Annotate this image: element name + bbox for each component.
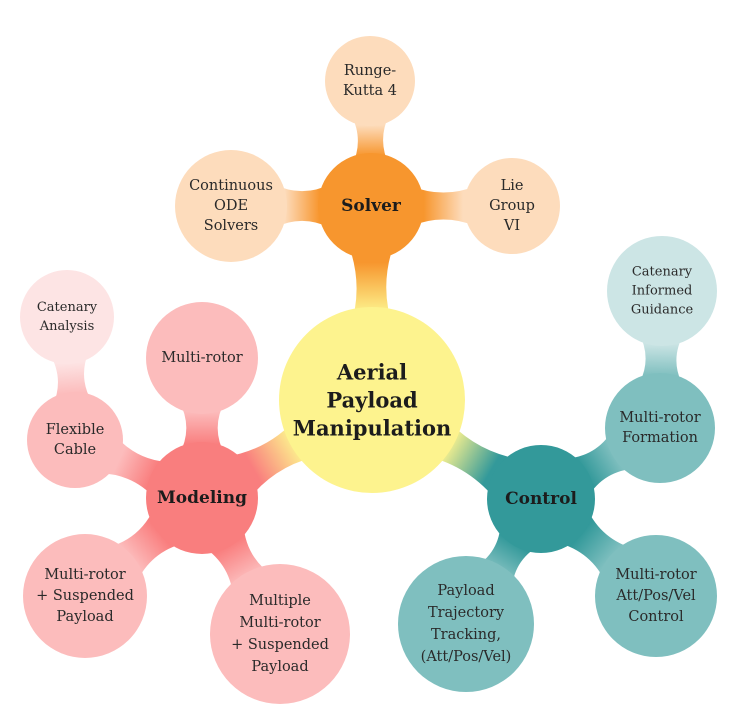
node-payload-tracking-label-line: Tracking, <box>431 627 501 643</box>
node-multiple-multirotor-label-line: Multi-rotor <box>239 615 320 631</box>
node-solver-circle <box>318 153 424 259</box>
node-payload-tracking-label-line: (Att/Pos/Vel) <box>421 649 512 665</box>
node-solver-label-line: Solver <box>341 196 402 216</box>
node-multirotor-suspended-circle <box>23 534 147 658</box>
node-center-label-line: Aerial <box>336 360 407 385</box>
node-lie-group-label-line: Group <box>489 198 535 214</box>
connector-multirotor-formation-catenary-guidance <box>637 331 685 388</box>
node-catenary-analysis-label-line: Analysis <box>39 319 95 334</box>
node-continuous-ode-label-line: Solvers <box>204 218 258 234</box>
node-multirotor-control-label-line: Multi-rotor <box>615 567 696 583</box>
node-multiple-multirotor-circle <box>210 564 350 704</box>
node-multirotor-suspended-label-line: Payload <box>56 609 113 625</box>
node-catenary-guidance-label-line: Informed <box>632 284 693 299</box>
node-flexible-cable-label-line: Cable <box>54 442 96 458</box>
node-runge-kutta-label-line: Runge- <box>344 63 396 79</box>
node-multi-rotor-label-line: Multi-rotor <box>161 350 242 366</box>
node-multirotor-formation-circle <box>605 373 715 483</box>
node-multiple-multirotor-label-line: + Suspended <box>231 637 329 653</box>
node-payload-tracking-circle <box>398 556 534 692</box>
node-lie-group-label-line: Lie <box>501 178 524 194</box>
node-catenary-analysis-label-line: Catenary <box>37 300 98 315</box>
node-continuous-ode-circle <box>175 150 287 262</box>
node-runge-kutta-label-line: Kutta 4 <box>343 83 397 99</box>
node-multirotor-suspended-label-line: + Suspended <box>36 588 134 604</box>
node-center-label-line: Payload <box>326 388 418 413</box>
node-catenary-guidance-label-line: Guidance <box>631 303 694 318</box>
node-control: Control <box>487 445 595 553</box>
node-payload-tracking-label-line: Trajectory <box>428 605 505 621</box>
node-multirotor-formation-label-line: Multi-rotor <box>619 410 700 426</box>
node-continuous-ode-label-line: Continuous <box>189 178 273 194</box>
node-multirotor-suspended-label-line: Multi-rotor <box>44 567 125 583</box>
node-runge-kutta-circle <box>325 36 415 126</box>
node-multirotor-formation-label-line: Formation <box>622 430 698 446</box>
node-center-label-line: Manipulation <box>293 416 452 441</box>
node-catenary-guidance-label-line: Catenary <box>632 265 693 280</box>
node-modeling-circle <box>146 442 258 554</box>
node-catenary-guidance-circle <box>607 236 717 346</box>
node-flexible-cable-circle <box>27 392 123 488</box>
node-modeling-label-line: Modeling <box>157 488 247 508</box>
node-multirotor-control-label-line: Control <box>628 609 684 625</box>
node-payload-tracking-label-line: Payload <box>437 583 494 599</box>
node-layer: AerialPayloadManipulationSolverRunge-Kut… <box>20 36 717 704</box>
node-multi-rotor-circle <box>146 302 258 414</box>
node-multi-rotor: Multi-rotor <box>146 302 258 414</box>
connector-solver-runge-kutta <box>351 114 390 167</box>
node-control-label-line: Control <box>505 489 577 509</box>
node-multiple-multirotor-label-line: Payload <box>251 659 308 675</box>
node-continuous-ode-label-line: ODE <box>214 198 248 214</box>
node-multirotor-control-label-line: Att/Pos/Vel <box>615 588 696 604</box>
node-flexible-cable-label-line: Flexible <box>46 422 105 438</box>
node-multiple-multirotor-label-line: Multiple <box>249 593 311 609</box>
connector-solver-lie-group <box>410 185 476 227</box>
connector-modeling-multi-rotor <box>178 400 226 456</box>
connector-solver-continuous-ode <box>273 183 332 229</box>
node-multirotor-control-circle <box>595 535 717 657</box>
connector-flexible-cable-catenary-analysis <box>49 350 93 406</box>
node-catenary-analysis-circle <box>20 270 114 364</box>
node-lie-group-label-line: VI <box>503 218 520 234</box>
node-modeling: Modeling <box>146 442 258 554</box>
node-control-circle <box>487 445 595 553</box>
node-solver: Solver <box>318 153 424 259</box>
node-lie-group-circle <box>464 158 560 254</box>
node-runge-kutta: Runge- Kutta 4 <box>325 36 415 126</box>
node-center-circle <box>279 307 465 493</box>
